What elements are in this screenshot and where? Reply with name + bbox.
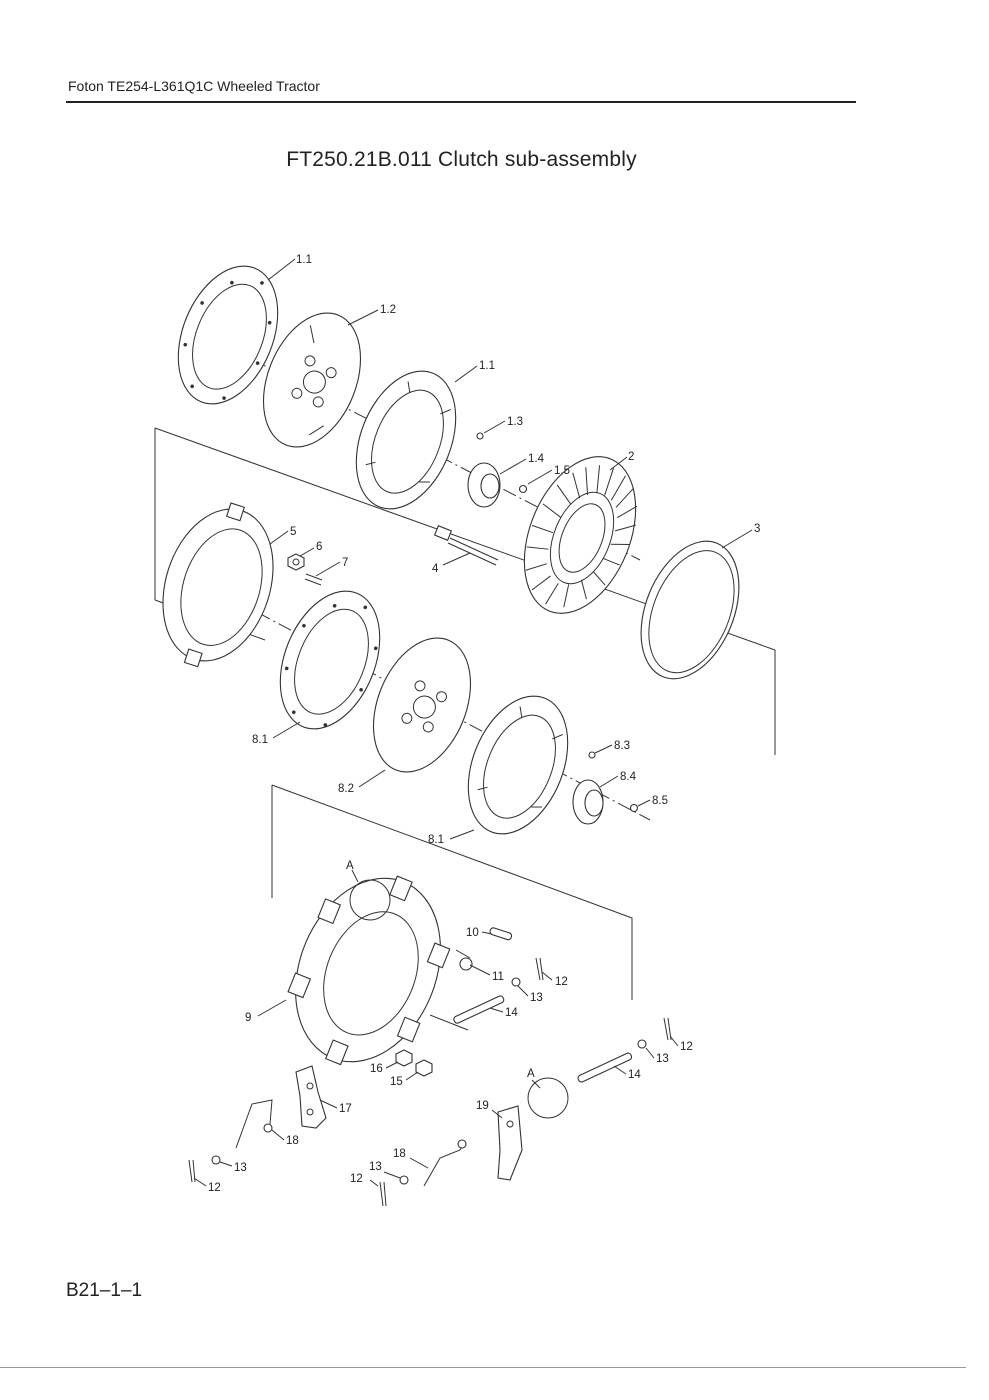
callout-13-a: 13 bbox=[530, 992, 543, 1004]
part-19-bracket bbox=[497, 1105, 523, 1181]
part-18-spring-clip-a bbox=[235, 1099, 273, 1149]
part-12-cotter-pin-d bbox=[379, 1181, 387, 1207]
callout-6: 6 bbox=[316, 541, 322, 553]
callout-17: 17 bbox=[339, 1103, 352, 1115]
callout-2: 2 bbox=[628, 451, 634, 463]
part-6-nut bbox=[287, 553, 305, 571]
part-8-1-friction-plate-grooved bbox=[467, 695, 569, 835]
part-12-cotter-pin-b bbox=[188, 1159, 196, 1183]
header-title: Foton TE254-L361Q1C Wheeled Tractor bbox=[68, 78, 320, 94]
callout-12-c: 12 bbox=[680, 1041, 693, 1053]
bottom-rule bbox=[0, 1367, 966, 1368]
callout-1-4: 1.4 bbox=[528, 453, 545, 465]
part-14-rod-a bbox=[453, 995, 505, 1024]
part-10-pin bbox=[489, 927, 513, 941]
callout-8-1-lower: 8.1 bbox=[428, 834, 444, 846]
callout-7: 7 bbox=[342, 557, 348, 569]
part-7-stud bbox=[304, 573, 323, 586]
part-1-4-hub bbox=[467, 462, 501, 508]
callout-8-4: 8.4 bbox=[620, 771, 637, 783]
callout-16: 16 bbox=[370, 1063, 383, 1075]
page-title-text: FT250.21B.011 Clutch sub-assembly bbox=[286, 148, 637, 171]
callout-18-a: 18 bbox=[286, 1135, 299, 1147]
callout-14-b: 14 bbox=[628, 1069, 641, 1081]
part-8-2-driven-disc bbox=[372, 637, 472, 773]
callout-19: 19 bbox=[476, 1100, 489, 1112]
part-1-3-rivet bbox=[476, 432, 484, 440]
part-1-1-friction-plate-grooved bbox=[355, 370, 457, 510]
callout-a-top: A bbox=[346, 860, 354, 872]
part-17-lever bbox=[295, 1065, 327, 1129]
callout-8-1-left: 8.1 bbox=[252, 734, 268, 746]
part-18-spring-clip-b bbox=[423, 1139, 467, 1187]
callout-13-d: 13 bbox=[369, 1161, 382, 1173]
callout-5: 5 bbox=[290, 526, 296, 538]
part-4-long-bolt bbox=[433, 525, 499, 566]
part-13-washer-a bbox=[511, 977, 521, 987]
part-14-rod-b bbox=[577, 1052, 633, 1083]
callout-1-3: 1.3 bbox=[507, 416, 523, 428]
part-13-washer-c bbox=[637, 1039, 647, 1049]
callout-12-a: 12 bbox=[555, 976, 568, 988]
group-frame-lower bbox=[271, 784, 633, 1031]
leader-lines bbox=[193, 258, 753, 1187]
part-16-nut bbox=[395, 1049, 413, 1067]
part-3-ring bbox=[640, 540, 740, 680]
part-12-cotter-pin-a bbox=[535, 957, 544, 981]
detail-circle-a-bottom bbox=[527, 1077, 569, 1119]
part-15-nut bbox=[415, 1059, 433, 1077]
part-9-pressure-plate bbox=[287, 875, 451, 1066]
part-8-1-friction-plate bbox=[279, 590, 381, 730]
callout-12-b: 12 bbox=[208, 1182, 221, 1194]
callout-1-1-mid: 1.1 bbox=[479, 360, 495, 372]
callout-10: 10 bbox=[466, 927, 479, 939]
detail-circle-a-top bbox=[349, 879, 391, 921]
callout-1-2: 1.2 bbox=[380, 304, 396, 316]
part-13-washer-b bbox=[211, 1155, 221, 1165]
callout-18-b: 18 bbox=[393, 1148, 406, 1160]
part-8-3-rivet bbox=[588, 751, 596, 759]
callout-9: 9 bbox=[245, 1012, 251, 1024]
callout-8-5: 8.5 bbox=[652, 795, 668, 807]
part-2-diaphragm-spring bbox=[523, 456, 638, 614]
page-number: B21–1–1 bbox=[66, 1280, 143, 1301]
callout-14-a: 14 bbox=[505, 1007, 518, 1019]
part-1-1-friction-plate bbox=[177, 265, 279, 405]
part-13-washer-d bbox=[399, 1175, 409, 1185]
callout-8-3: 8.3 bbox=[614, 740, 630, 752]
callout-13-b: 13 bbox=[234, 1162, 247, 1174]
part-8-4-splined-hub bbox=[572, 779, 604, 825]
callout-11: 11 bbox=[492, 971, 504, 983]
callout-8-2: 8.2 bbox=[338, 783, 354, 795]
callout-1-5: 1.5 bbox=[554, 465, 570, 477]
callout-labels: 1.1 1.2 1.1 1.3 1.4 1.5 2 3 4 5 6 7 8.1 … bbox=[208, 254, 760, 1194]
header-rule bbox=[66, 101, 856, 103]
part-1-5-rivet bbox=[518, 484, 528, 494]
part-11-eyebolt bbox=[455, 949, 473, 971]
callout-13-c: 13 bbox=[656, 1053, 669, 1065]
callout-3: 3 bbox=[754, 523, 760, 535]
callout-a-bottom: A bbox=[527, 1068, 535, 1080]
page-title: FT250.21B.011 Clutch sub-assembly bbox=[0, 148, 989, 172]
callout-4: 4 bbox=[432, 563, 439, 575]
callout-12-d: 12 bbox=[350, 1173, 363, 1185]
part-1-2-driven-disc bbox=[262, 312, 362, 448]
part-5-flywheel-plate bbox=[162, 502, 274, 668]
callout-15: 15 bbox=[390, 1076, 403, 1088]
callout-1-1-top: 1.1 bbox=[296, 254, 312, 266]
part-8-5-rivet bbox=[629, 803, 639, 813]
